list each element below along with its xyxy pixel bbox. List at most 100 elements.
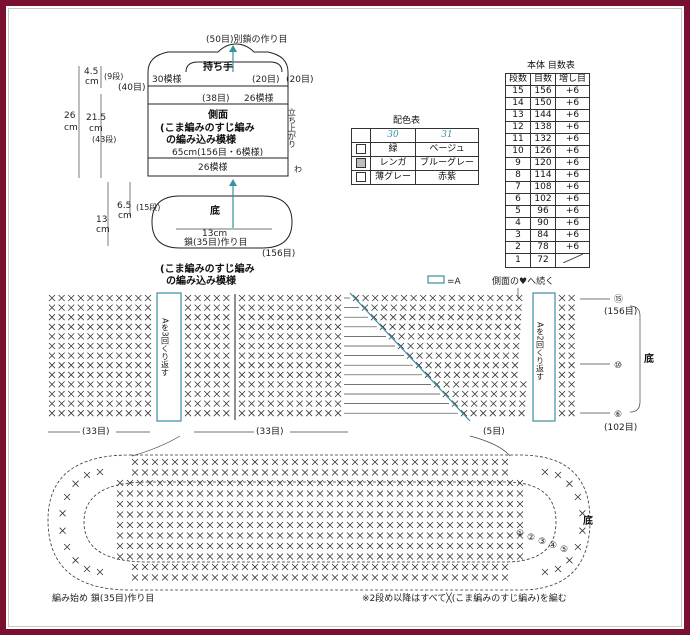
stitch-x <box>356 500 364 508</box>
stitch-x <box>461 469 469 476</box>
stitch-x <box>473 352 481 359</box>
stitch-x <box>407 333 415 340</box>
stitch-x <box>67 400 75 407</box>
stitch-x <box>306 553 314 560</box>
stitch-x <box>502 361 509 369</box>
stitch-x <box>296 342 303 350</box>
stitch-x <box>442 390 450 398</box>
stitch-x <box>486 490 494 497</box>
stitch-x <box>346 521 354 529</box>
stitch-x <box>196 479 204 487</box>
stitch-x <box>513 333 521 340</box>
stitch-x <box>286 294 294 302</box>
stitch-x <box>558 323 566 331</box>
stitch-x <box>291 458 299 466</box>
stitch-x <box>460 409 468 417</box>
stitch-x <box>136 542 144 550</box>
stitch-x <box>96 568 104 576</box>
stitch-x <box>306 521 314 529</box>
stitch-x <box>277 342 284 350</box>
stitch-x <box>186 511 194 518</box>
stitch-x <box>286 553 294 560</box>
stitch-x <box>146 479 154 487</box>
repeat-3-label: Aを3回くり返す <box>161 318 170 377</box>
count-cell-stitches: 108 <box>530 181 557 194</box>
stitch-x <box>194 294 201 302</box>
stitch-x <box>83 471 91 479</box>
stitch-x <box>194 333 201 340</box>
stitch-x <box>421 574 429 581</box>
stitch-x <box>558 313 566 321</box>
stitch-x <box>131 563 139 571</box>
stitch-x <box>156 521 164 529</box>
count-cell-stitches: 150 <box>530 97 557 110</box>
stitch-x <box>226 532 234 539</box>
row-15-marker: ⑮ <box>614 294 623 305</box>
color-31-3: 赤紫 <box>415 170 480 185</box>
stitch-x <box>257 323 265 331</box>
stitch-x <box>176 521 184 529</box>
stitch-x <box>388 333 396 340</box>
stitch-x <box>429 294 437 302</box>
stitch-x <box>579 510 586 517</box>
stitch-x <box>144 409 152 417</box>
stitch-x <box>291 563 299 571</box>
stitch-x <box>87 294 94 302</box>
stitch-x <box>48 333 56 340</box>
stitch-x <box>96 409 104 417</box>
stitch-x <box>58 371 65 379</box>
stitch-x <box>441 574 449 581</box>
stitch-x <box>231 469 239 476</box>
stitch-x <box>381 294 389 302</box>
stitch-x <box>126 490 134 497</box>
stitch-x <box>456 500 464 508</box>
stitch-x <box>381 469 389 476</box>
stitch-x <box>194 352 201 359</box>
stitch-x <box>496 542 504 550</box>
stitch-x <box>452 390 459 398</box>
count-cell-increase: +6 <box>555 133 591 146</box>
stitch-x <box>334 323 342 331</box>
stitch-x <box>326 490 334 497</box>
stitch-x <box>276 532 284 539</box>
stitch-x <box>506 553 514 560</box>
stitch-x <box>216 532 224 539</box>
stitch-x <box>267 400 275 407</box>
stitch-x <box>186 500 194 508</box>
stitch-x <box>433 381 441 388</box>
stitch-x <box>125 333 133 340</box>
stitch-x <box>391 458 399 466</box>
stitch-x <box>58 313 65 321</box>
stitch-x <box>361 563 369 571</box>
stitch-x <box>466 532 474 539</box>
stitch-x <box>466 511 474 518</box>
stitch-x <box>509 390 517 398</box>
stitch-x <box>490 390 498 398</box>
stitch-x <box>325 381 332 388</box>
stitch-x <box>474 342 482 350</box>
stitch-x <box>267 294 275 302</box>
stitch-x <box>518 409 525 417</box>
stitch-x <box>106 371 113 379</box>
note-label: ※2段め以降はすべて╳(こま編みのすじ編み)を編む <box>362 592 567 604</box>
stitch-x <box>396 479 404 487</box>
stitch-x <box>116 479 124 487</box>
stitch-x <box>331 469 339 476</box>
stitch-x <box>115 390 123 398</box>
stitch-x <box>406 352 414 359</box>
stitch-x <box>176 490 184 497</box>
stitch-x <box>554 471 562 479</box>
stitch-x <box>362 294 369 302</box>
stitch-x <box>226 490 234 497</box>
stitch-x <box>465 333 473 340</box>
stitch-x <box>277 352 284 359</box>
stitch-x <box>406 521 414 529</box>
stitch-x <box>248 390 255 398</box>
stitch-x <box>391 294 398 302</box>
stitch-x <box>376 500 384 508</box>
stitch-x <box>568 409 575 417</box>
handle-outline <box>147 43 289 87</box>
stitch-x <box>296 371 303 379</box>
stitch-x <box>184 390 192 398</box>
stitch-x <box>144 294 152 302</box>
